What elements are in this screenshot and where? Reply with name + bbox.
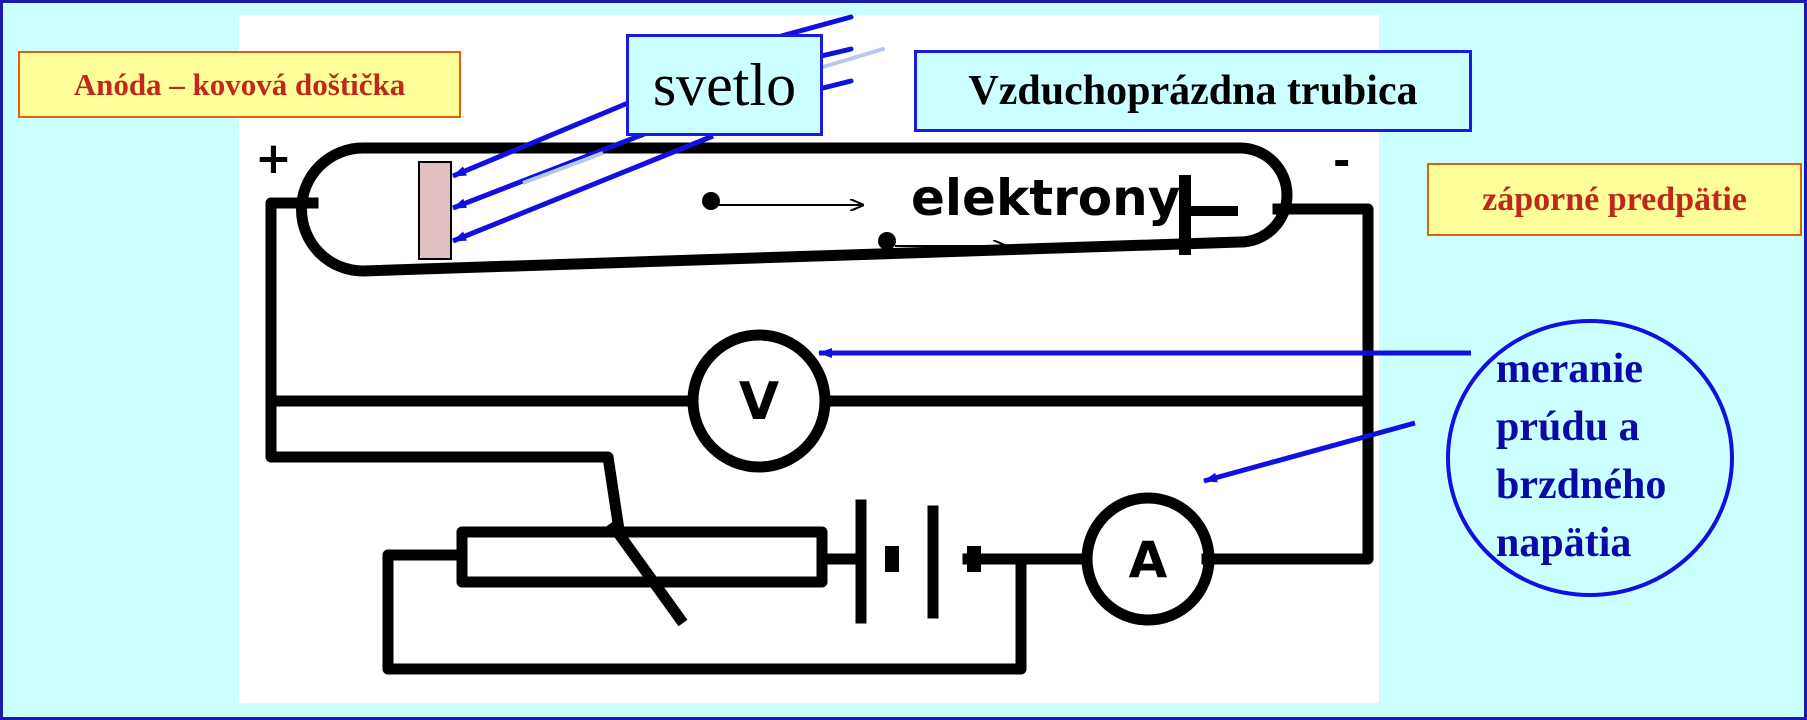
battery-dot-left	[885, 546, 899, 572]
vacuum-tube	[296, 142, 1293, 277]
light-label: svetlo	[626, 34, 823, 136]
wire-slider-top	[265, 433, 625, 530]
wire-right	[1201, 203, 1374, 565]
light-ray-arrow	[452, 133, 714, 244]
minus-sign: -	[1333, 136, 1350, 185]
ammeter-symbol: A	[1129, 531, 1168, 589]
plus-sign: +	[255, 133, 292, 184]
light-ray-shadow	[522, 151, 604, 185]
rheostat-slider	[606, 519, 688, 627]
light-ray-arrow	[452, 100, 629, 179]
wire-bottom-loop	[382, 549, 1027, 675]
electron-dot	[702, 192, 720, 210]
battery-dot-right	[967, 546, 981, 572]
pointer-to-ammeter	[1203, 420, 1416, 484]
voltmeter-symbol: V	[739, 372, 779, 432]
negative-bias-label: záporné predpätie	[1427, 163, 1802, 236]
measurement-line: brzdného	[1496, 462, 1667, 508]
electrons-label: elektrony	[911, 169, 1180, 227]
electron-dot	[878, 232, 896, 250]
vacuum-tube-label: Vzduchoprázdna trubica	[914, 50, 1472, 132]
anode-plate	[418, 161, 452, 260]
measurement-line: prúdu a	[1496, 404, 1640, 450]
measurement-label: meranie prúdu a brzdného napätia	[1496, 340, 1726, 572]
measurement-line: napätia	[1496, 520, 1632, 566]
measurement-callout	[1446, 319, 1734, 597]
cathode-plate	[1179, 175, 1191, 255]
measurement-line: meranie	[1496, 346, 1643, 392]
wire-left	[265, 197, 319, 445]
anode-label: Anóda – kovová doštička	[18, 51, 461, 118]
ammeter	[1081, 492, 1215, 626]
rheostat	[456, 526, 828, 588]
light-ray-shadow	[821, 47, 885, 69]
voltmeter	[687, 329, 831, 473]
